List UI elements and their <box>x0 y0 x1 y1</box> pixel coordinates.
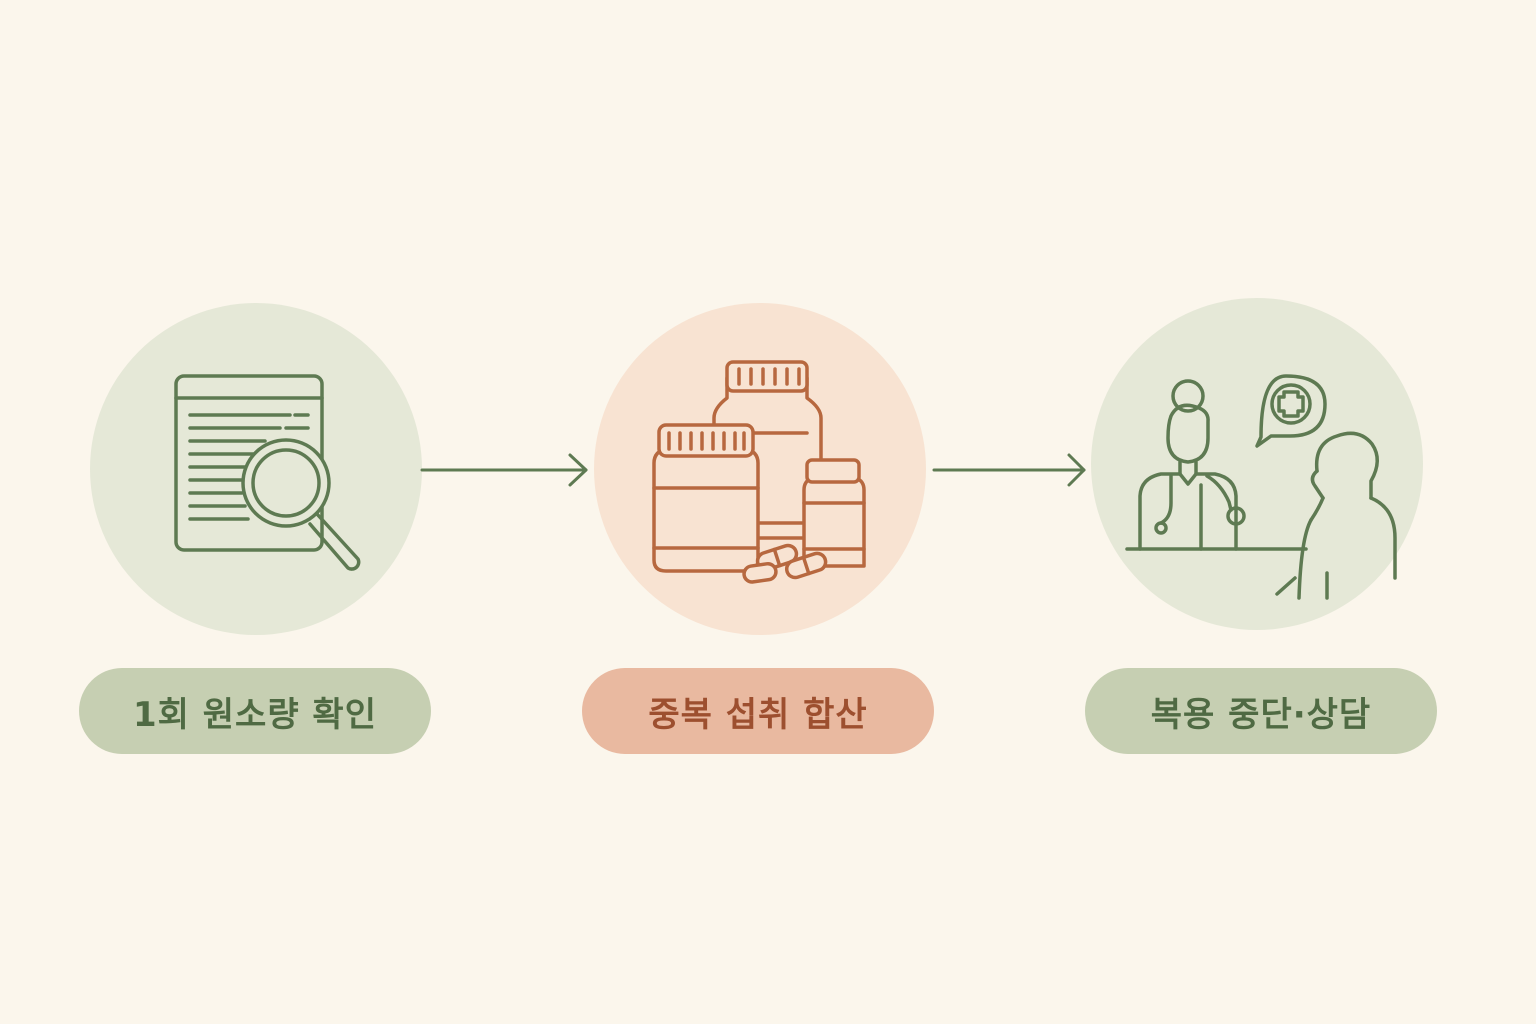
step-1-label: 1회 원소량 확인 <box>79 668 431 754</box>
document-magnifier-icon <box>174 374 361 571</box>
supplement-bottles-icon <box>652 360 866 584</box>
step-3-circle <box>1091 298 1423 630</box>
step-2-label: 중복 섭취 합산 <box>582 668 934 754</box>
step-1-circle <box>90 303 422 635</box>
doctor-consultation-icon <box>1125 374 1397 600</box>
arrow-right-icon <box>932 453 1086 487</box>
step-2-circle <box>594 303 926 635</box>
arrow-right-icon <box>420 453 588 487</box>
step-3-label: 복용 중단·상담 <box>1085 668 1437 754</box>
